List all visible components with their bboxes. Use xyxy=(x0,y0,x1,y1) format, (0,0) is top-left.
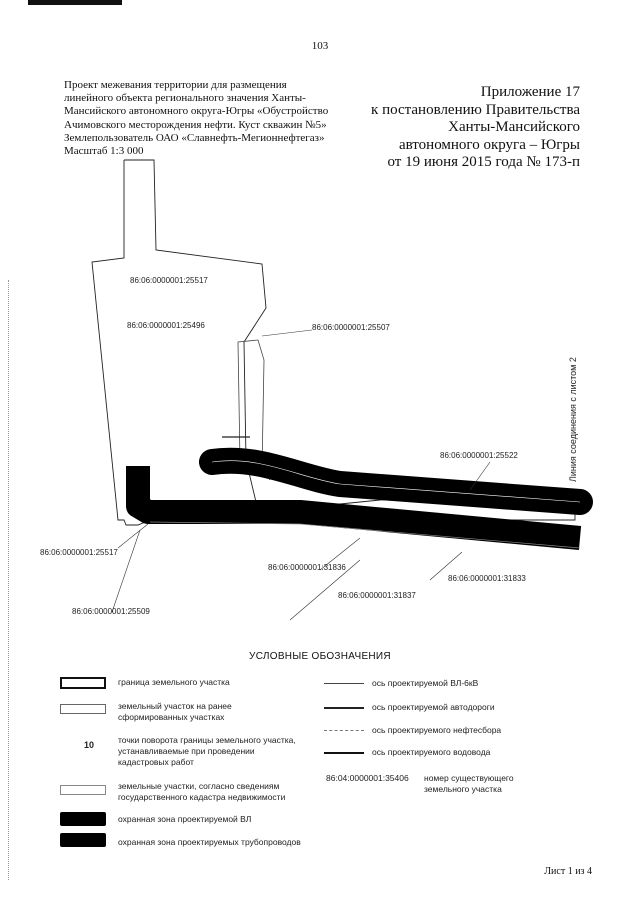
leader-line xyxy=(429,551,463,581)
appendix-header: Приложение 17 к постановлению Правительс… xyxy=(371,84,580,172)
legend-swatch-cadastral xyxy=(60,785,106,795)
parcel-label: 86:06:0000001:31837 xyxy=(338,591,416,600)
parcel-label: 86:06:0000001:25496 xyxy=(127,321,205,330)
legend-title: УСЛОВНЫЕ ОБОЗНАЧЕНИЯ xyxy=(249,651,391,662)
leader-line xyxy=(261,329,313,337)
legend-point-number: 10 xyxy=(84,740,95,750)
leader-line xyxy=(469,461,491,491)
project-line: Землепользователь ОАО «Славнефть-Мегионн… xyxy=(64,131,325,144)
leader-line xyxy=(111,529,141,613)
legend-text: точки поворота границы земельного участк… xyxy=(118,735,296,767)
sheet-number: Лист 1 из 4 xyxy=(544,866,592,877)
legend-line-oil xyxy=(324,730,364,731)
legend-text: ось проектируемой ВЛ-6кВ xyxy=(372,678,479,688)
legend-text: охранная зона проектируемой ВЛ xyxy=(118,814,252,824)
powerline-protection-zone xyxy=(126,466,582,550)
road-axis xyxy=(149,521,581,549)
page-number: 103 xyxy=(311,40,329,52)
legend-text: номер существующего земельного участка xyxy=(424,773,514,794)
appendix-line: Приложение 17 xyxy=(480,84,580,100)
legend-text: земельные участки, согласно сведениям го… xyxy=(118,781,286,802)
sheet-junction-label: Линия соединения с листом 2 xyxy=(568,357,578,482)
appendix-line: автономного округа – Югры xyxy=(398,136,580,153)
legend-text: охранная зона проектируемых трубопроводо… xyxy=(118,837,301,847)
pipeline-protection-zone xyxy=(199,447,593,515)
project-description: Проект межевания территории для размещен… xyxy=(64,79,364,158)
legend-cadastral-example: 86:04:0000001:35406 xyxy=(326,773,409,783)
leader-line xyxy=(117,523,149,549)
legend-swatch-vl-zone xyxy=(60,812,106,826)
appendix-line: от 19 июня 2015 года № 173-п xyxy=(387,154,581,171)
leader-line xyxy=(319,537,361,571)
parcel-label: 86:06:0000001:31833 xyxy=(448,574,526,583)
legend-text: граница земельного участка xyxy=(118,677,230,687)
parcel-label: 86:06:0000001:25517 xyxy=(130,276,208,285)
legend-swatch-existing xyxy=(60,704,106,714)
project-line: Мансийского автономного округа-Югры «Обу… xyxy=(64,105,329,118)
pipeline-axis xyxy=(211,460,581,503)
appendix-line: к постановлению Правительства xyxy=(371,101,580,118)
project-line: Ачимовского месторождения нефти. Куст ск… xyxy=(64,118,327,131)
legend-text: ось проектируемой автодороги xyxy=(372,702,495,712)
top-bar xyxy=(28,0,122,5)
parcel-label: 86:06:0000001:25517 xyxy=(40,548,118,557)
legend-swatch-boundary xyxy=(60,677,106,689)
appendix-line: Ханты-Мансийского xyxy=(448,119,580,136)
parcel-label: 86:06:0000001:25522 xyxy=(440,451,518,460)
parcel-label: 86:06:0000001:31836 xyxy=(268,563,346,572)
parcel-label: 86:06:0000001:25509 xyxy=(72,607,150,616)
legend-swatch-pipeline-zone xyxy=(60,833,106,847)
project-scale: Масштаб 1:3 000 xyxy=(64,145,144,158)
legend-line-road xyxy=(324,707,364,709)
leader-line xyxy=(289,559,361,621)
project-line: Проект межевания территории для размещен… xyxy=(64,79,287,91)
legend-line-water xyxy=(324,752,364,754)
parcel-label: 86:06:0000001:25507 xyxy=(312,323,390,332)
legend-line-vl xyxy=(324,683,364,684)
legend-text: ось проектируемого водовода xyxy=(372,747,491,757)
project-line: линейного объекта регионального значения… xyxy=(64,92,306,105)
legend-text: земельный участок на ранее сформированны… xyxy=(118,701,232,722)
scan-edge-marks xyxy=(8,280,10,880)
legend-text: ось проектируемого нефтесбора xyxy=(372,725,502,735)
